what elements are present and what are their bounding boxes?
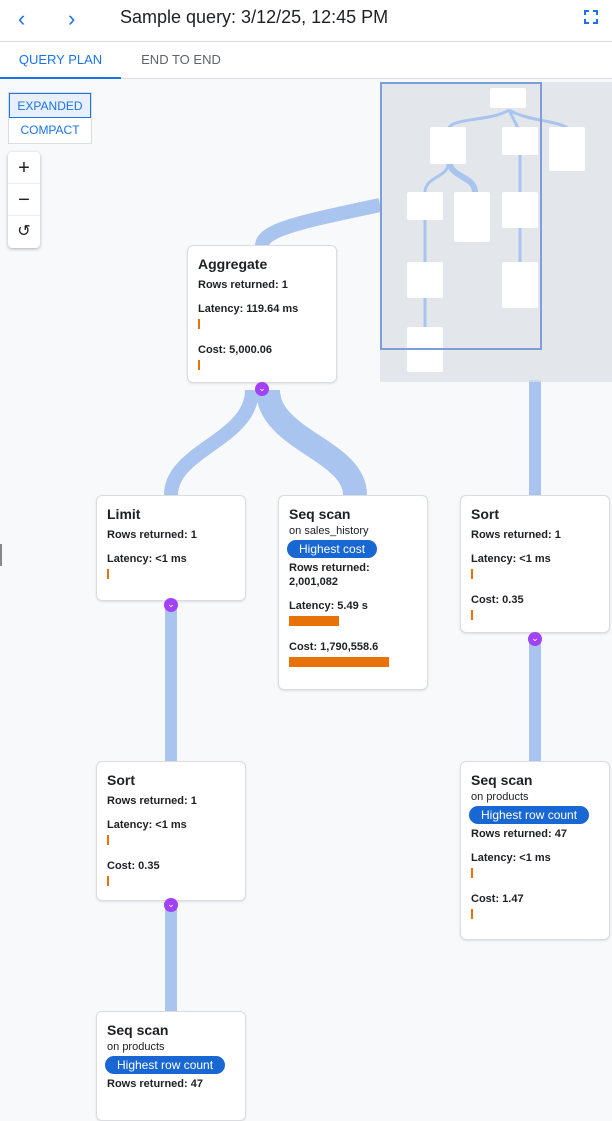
fullscreen-icon[interactable] bbox=[584, 10, 598, 24]
latency-bar bbox=[107, 835, 109, 845]
cost-bar bbox=[107, 876, 109, 886]
plan-node-aggregate[interactable]: Aggregate Rows returned: 1 Latency: 119.… bbox=[187, 245, 337, 383]
node-title: Seq scan bbox=[471, 772, 533, 788]
node-title: Seq scan bbox=[107, 1022, 169, 1038]
plan-node-sort-right[interactable]: Sort Rows returned: 1 Latency: <1 ms Cos… bbox=[460, 495, 610, 633]
node-cost: Cost: 1,790,558.6 bbox=[289, 641, 379, 653]
node-latency: Latency: 119.64 ms bbox=[198, 303, 299, 315]
node-cost: Cost: 0.35 bbox=[471, 594, 524, 606]
node-latency: Latency: <1 ms bbox=[107, 819, 187, 831]
expanded-button[interactable]: EXPANDED bbox=[9, 93, 91, 118]
node-rows: Rows returned: 1 bbox=[471, 529, 561, 541]
minimap-node bbox=[454, 192, 490, 242]
node-cost: Cost: 1.47 bbox=[471, 893, 524, 905]
plan-node-seq-scan-products-bottom[interactable]: Seq scan on products Highest row count R… bbox=[96, 1011, 246, 1121]
node-latency: Latency: <1 ms bbox=[107, 553, 187, 565]
node-title: Limit bbox=[107, 506, 141, 522]
page-title: Sample query: 3/12/25, 12:45 PM bbox=[120, 7, 389, 27]
minimap-node bbox=[502, 192, 538, 228]
expand-chevron-icon[interactable]: ⌄ bbox=[164, 898, 178, 912]
highest-row-count-badge: Highest row count bbox=[469, 806, 590, 824]
plan-node-sort-left[interactable]: Sort Rows returned: 1 Latency: <1 ms Cos… bbox=[96, 761, 246, 901]
zoom-controls: + − ↺ bbox=[8, 152, 40, 248]
minimap-node bbox=[490, 88, 526, 108]
expand-chevron-icon[interactable]: ⌄ bbox=[255, 382, 269, 396]
node-latency: Latency: 5.49 s bbox=[289, 600, 368, 612]
latency-bar bbox=[471, 868, 473, 878]
minimap-viewport[interactable] bbox=[380, 82, 542, 350]
connector-root-aggregate bbox=[255, 198, 382, 248]
minimap-node bbox=[407, 192, 443, 220]
plan-node-limit[interactable]: Limit Rows returned: 1 Latency: <1 ms bbox=[96, 495, 246, 601]
latency-bar bbox=[471, 569, 473, 579]
latency-bar bbox=[289, 616, 339, 626]
latency-bar bbox=[198, 319, 200, 329]
cost-bar bbox=[471, 610, 473, 620]
zoom-out-button[interactable]: − bbox=[8, 184, 40, 216]
plan-node-seq-scan-products-right[interactable]: Seq scan on products Highest row count R… bbox=[460, 761, 610, 940]
node-cost: Cost: 0.35 bbox=[107, 860, 160, 872]
node-latency: Latency: <1 ms bbox=[471, 553, 551, 565]
connector-aggregate-limit bbox=[164, 389, 259, 496]
minimap-connectors bbox=[423, 108, 572, 327]
cost-bar bbox=[198, 360, 200, 370]
plan-node-seq-scan-sales-history[interactable]: Seq scan on sales_history Highest cost R… bbox=[278, 495, 428, 690]
compact-button[interactable]: COMPACT bbox=[20, 123, 80, 137]
tab-bar: QUERY PLAN END TO END bbox=[0, 42, 612, 79]
node-table: on products bbox=[107, 1041, 165, 1053]
node-rows-value: 2,001,082 bbox=[289, 576, 338, 588]
highest-row-count-badge: Highest row count bbox=[105, 1056, 226, 1074]
chevron-right-icon[interactable]: › bbox=[68, 6, 76, 31]
cost-bar bbox=[471, 909, 473, 919]
node-rows: Rows returned: 47 bbox=[107, 1078, 203, 1090]
node-rows: Rows returned: 1 bbox=[107, 529, 197, 541]
chevron-left-icon[interactable]: ‹ bbox=[18, 6, 26, 31]
node-table: on products bbox=[471, 791, 529, 803]
node-title: Sort bbox=[471, 506, 499, 522]
zoom-in-button[interactable]: + bbox=[8, 152, 40, 184]
cost-bar bbox=[289, 657, 389, 667]
tab-end-to-end[interactable]: END TO END bbox=[141, 52, 221, 67]
expand-chevron-icon[interactable]: ⌄ bbox=[164, 598, 178, 612]
highest-cost-badge: Highest cost bbox=[287, 540, 378, 558]
resize-handle[interactable] bbox=[0, 544, 2, 566]
minimap[interactable] bbox=[380, 82, 612, 382]
node-title: Aggregate bbox=[198, 256, 268, 272]
node-latency: Latency: <1 ms bbox=[471, 852, 551, 864]
node-title: Sort bbox=[107, 772, 135, 788]
header: ‹ › Sample query: 3/12/25, 12:45 PM bbox=[0, 0, 612, 42]
minimap-node bbox=[502, 262, 538, 308]
minimap-node bbox=[407, 262, 443, 298]
latency-bar bbox=[107, 569, 109, 579]
node-table: on sales_history bbox=[289, 525, 369, 537]
expand-chevron-icon[interactable]: ⌄ bbox=[528, 632, 542, 646]
connector-aggregate-seqscan bbox=[256, 388, 367, 497]
minimap-node bbox=[430, 127, 466, 164]
reset-zoom-button[interactable]: ↺ bbox=[17, 223, 31, 240]
node-rows: Rows returned: 47 bbox=[471, 828, 567, 840]
node-rows: Rows returned: 1 bbox=[198, 279, 288, 291]
node-rows: Rows returned: bbox=[289, 562, 370, 574]
node-title: Seq scan bbox=[289, 506, 351, 522]
minimap-node bbox=[502, 127, 538, 155]
node-rows: Rows returned: 1 bbox=[107, 795, 197, 807]
tab-query-plan[interactable]: QUERY PLAN bbox=[0, 42, 121, 79]
view-mode-toggle: EXPANDED COMPACT bbox=[8, 92, 92, 144]
node-cost: Cost: 5,000.06 bbox=[198, 344, 272, 356]
minimap-node bbox=[549, 127, 585, 171]
